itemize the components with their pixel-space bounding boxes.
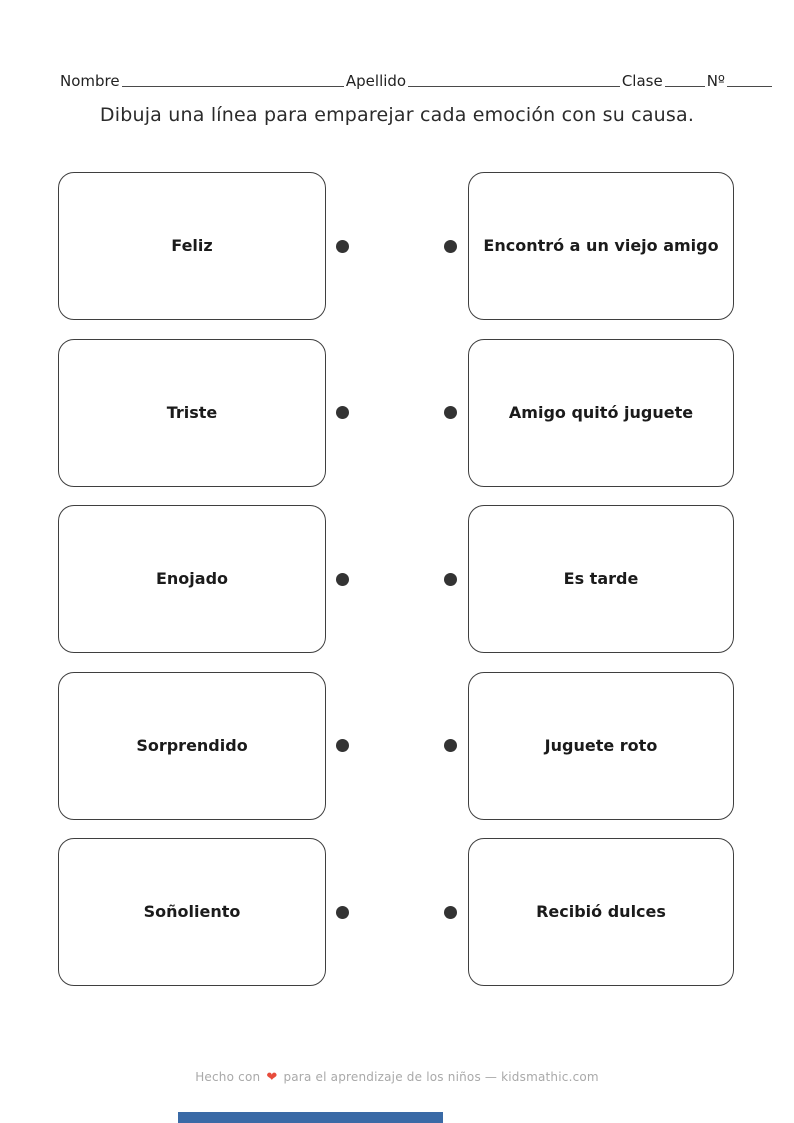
emotion-label: Feliz xyxy=(171,236,213,255)
match-row-2: Triste Amigo quitó juguete xyxy=(0,338,794,487)
emotion-label: Triste xyxy=(166,402,218,422)
numero-blank-line[interactable] xyxy=(727,82,772,87)
match-dot-right[interactable] xyxy=(444,572,457,586)
cause-card[interactable]: Amigo quitó juguete xyxy=(468,338,734,487)
footer-credit: Hecho con ❤ para el aprendizaje de los n… xyxy=(0,1070,794,1085)
page-bottom-bar xyxy=(178,1112,443,1123)
cause-card[interactable]: Encontró a un viejo amigo xyxy=(468,172,734,320)
match-dot-left[interactable] xyxy=(336,406,349,419)
match-row-1: Feliz Encontró a un viejo amigo xyxy=(0,172,794,320)
instruction-title: Dibuja una línea para emparejar cada emo… xyxy=(99,104,695,126)
cause-label: Juguete roto xyxy=(544,735,658,755)
match-dot-left[interactable] xyxy=(336,739,349,752)
clase-label: Clase xyxy=(621,71,663,90)
numero-label: Nº xyxy=(706,71,725,90)
emotion-card[interactable]: Feliz xyxy=(58,172,326,320)
footer-prefix: Hecho con xyxy=(195,1070,261,1084)
apellido-label: Apellido xyxy=(345,71,407,90)
cause-label: Es tarde xyxy=(563,569,639,588)
clase-blank-line[interactable] xyxy=(664,82,705,87)
cause-label: Encontró a un viejo amigo xyxy=(483,236,719,255)
match-dot-right[interactable] xyxy=(444,239,457,253)
match-row-5: Soñoliento Recibió dulces xyxy=(0,838,794,986)
cause-card[interactable]: Es tarde xyxy=(468,505,734,653)
emotion-label: Sorprendido xyxy=(136,735,248,755)
heart-icon: ❤ xyxy=(266,1070,278,1085)
emotion-label: Enojado xyxy=(155,569,229,588)
cause-label: Recibió dulces xyxy=(536,902,666,921)
cause-label: Amigo quitó juguete xyxy=(508,402,694,422)
matching-area: Feliz Encontró a un viejo amigo Triste A… xyxy=(0,172,794,986)
match-row-4: Sorprendido Juguete roto xyxy=(0,671,794,820)
apellido-blank-line[interactable] xyxy=(408,82,620,87)
emotion-label: Soñoliento xyxy=(143,902,241,921)
match-dot-left[interactable] xyxy=(336,239,349,253)
match-row-3: Enojado Es tarde xyxy=(0,505,794,653)
match-dot-left[interactable] xyxy=(336,905,349,919)
cause-card[interactable]: Recibió dulces xyxy=(468,838,734,986)
emotion-card[interactable]: Sorprendido xyxy=(58,671,326,820)
nombre-label: Nombre xyxy=(60,71,120,90)
cause-card[interactable]: Juguete roto xyxy=(468,671,734,820)
match-dot-right[interactable] xyxy=(444,739,457,752)
name-header: Nombre Apellido Clase Nº xyxy=(58,62,772,90)
match-dot-right[interactable] xyxy=(444,905,457,919)
emotion-card[interactable]: Soñoliento xyxy=(58,838,326,986)
nombre-blank-line[interactable] xyxy=(121,82,344,87)
match-dot-right[interactable] xyxy=(444,406,457,419)
footer-suffix: para el aprendizaje de los niños — kidsm… xyxy=(283,1070,599,1084)
emotion-card[interactable]: Enojado xyxy=(58,505,326,653)
match-dot-left[interactable] xyxy=(336,572,349,586)
emotion-card[interactable]: Triste xyxy=(58,338,326,487)
